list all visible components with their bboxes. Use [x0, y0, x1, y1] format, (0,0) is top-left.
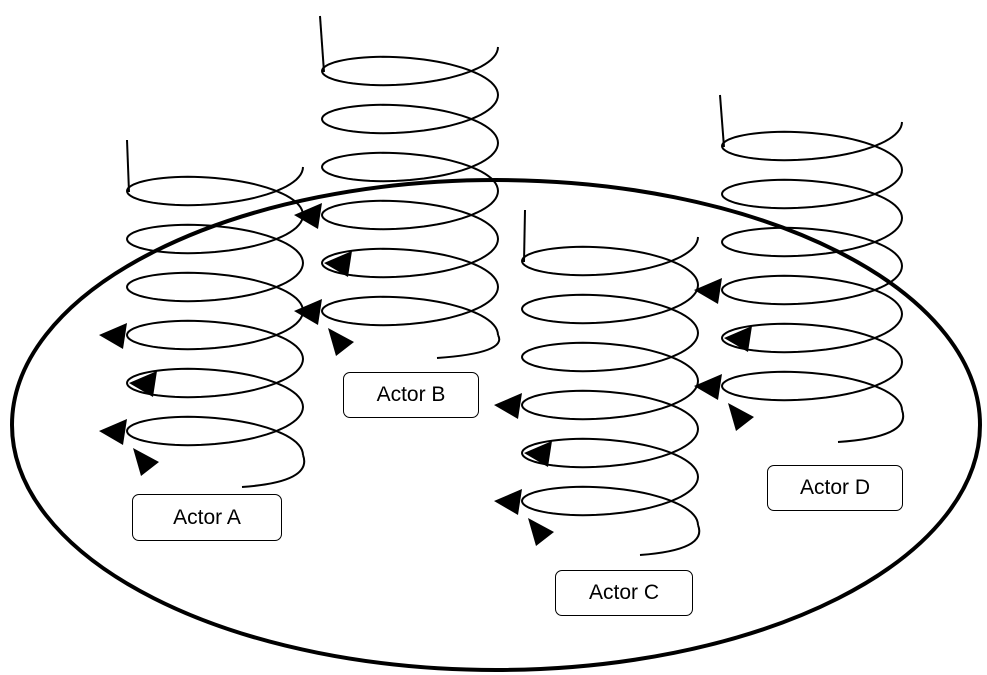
direction-arrow [524, 441, 552, 467]
coil-path [720, 121, 904, 411]
direction-arrow [294, 299, 322, 325]
coil-tail-line [837, 409, 905, 443]
coil-lead-line [523, 209, 526, 263]
actor-c-label: Actor C [555, 570, 693, 616]
coil-path [125, 166, 305, 456]
direction-arrow [494, 393, 522, 419]
coil-actor-d [694, 94, 905, 443]
coil-lead-line [719, 94, 725, 148]
direction-arrow [99, 419, 127, 445]
coil-actor-c [494, 209, 701, 556]
direction-arrow [694, 374, 722, 400]
coil-lead-line [319, 15, 325, 73]
direction-arrow [294, 203, 322, 229]
direction-arrow [728, 403, 754, 431]
direction-arrow [133, 448, 159, 476]
direction-arrow [328, 328, 354, 356]
actor-d-label: Actor D [767, 465, 903, 511]
coil-actor-b [294, 15, 501, 359]
actor-a-label: Actor A [132, 494, 282, 541]
coil-lead-line [126, 139, 130, 193]
direction-arrow [724, 326, 752, 352]
direction-arrow [129, 371, 157, 397]
direction-arrow [324, 251, 352, 277]
actor-b-label: Actor B [343, 372, 479, 418]
coil-actor-a [99, 139, 306, 488]
platform-ellipse [10, 178, 982, 672]
direction-arrow [694, 278, 722, 304]
coil-path [520, 236, 700, 526]
coil-tail-line [241, 454, 306, 488]
coil-path [320, 46, 500, 336]
coil-tail-line [639, 524, 701, 556]
direction-arrow [99, 323, 127, 349]
direction-arrow [494, 489, 522, 515]
coil-tail-line [436, 334, 501, 359]
direction-arrow [528, 518, 554, 546]
